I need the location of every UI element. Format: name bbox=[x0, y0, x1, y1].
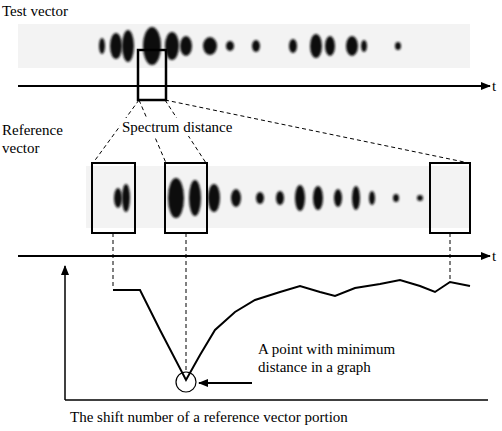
spectrum-blob bbox=[226, 41, 234, 51]
test-spectrogram bbox=[18, 24, 470, 68]
graph-axis bbox=[64, 266, 66, 400]
spectrum-blob bbox=[110, 33, 122, 59]
pointer-arrow bbox=[199, 382, 252, 384]
vector-label: Test vector bbox=[2, 2, 68, 20]
reference-window bbox=[430, 163, 470, 233]
axis-title: The shift number of a reference vector p… bbox=[70, 408, 348, 426]
spectrum-blob bbox=[334, 189, 342, 207]
axis-label: t bbox=[492, 77, 496, 95]
reference-window bbox=[92, 163, 135, 233]
spectrum-blob bbox=[276, 191, 284, 205]
spectrum-blob bbox=[231, 189, 241, 207]
dashed-line bbox=[450, 233, 451, 282]
distance-curve bbox=[113, 280, 470, 380]
spectrum-blob bbox=[143, 27, 161, 65]
spectrogram-ground bbox=[86, 166, 470, 228]
spectrogram-ground bbox=[18, 24, 470, 68]
spectrum-blob bbox=[208, 184, 220, 212]
time-axis bbox=[18, 85, 490, 87]
spectrum-blob bbox=[114, 188, 122, 208]
spectrum-blob bbox=[393, 194, 399, 202]
spectrum-blob bbox=[252, 40, 260, 52]
vector-label: Reference vector bbox=[2, 121, 74, 157]
spectrum-blob bbox=[256, 192, 264, 204]
reference-window bbox=[165, 163, 207, 233]
spectrum-blob bbox=[168, 178, 184, 218]
spectrum-blob bbox=[122, 30, 134, 62]
spectrum-blob bbox=[295, 185, 305, 211]
spectrum-blob bbox=[417, 195, 423, 201]
leader-lines bbox=[93, 100, 469, 370]
spectrum-blob bbox=[189, 180, 201, 216]
spectrum-blob bbox=[395, 42, 401, 50]
spectrum-blob bbox=[313, 186, 323, 210]
spectrum-blob bbox=[122, 184, 130, 212]
spectrum-blob bbox=[369, 191, 375, 205]
spectrum-blob bbox=[289, 39, 297, 53]
spectrum-blob bbox=[346, 36, 358, 56]
dashed-line bbox=[113, 233, 114, 288]
reference-spectrogram bbox=[86, 166, 470, 228]
distance-label: Spectrum distance bbox=[120, 118, 234, 136]
axis-label: t bbox=[492, 247, 496, 265]
spectrum-blob bbox=[352, 186, 360, 210]
minimum-marker bbox=[176, 372, 196, 392]
spectrum-blob bbox=[361, 40, 367, 52]
spectrum-blob bbox=[310, 34, 322, 58]
graph-axis bbox=[65, 399, 488, 401]
time-axis bbox=[18, 255, 490, 257]
spectrum-blob bbox=[325, 36, 335, 56]
spectrum-blob bbox=[99, 38, 105, 54]
test-window bbox=[138, 50, 166, 100]
spectrum-blob bbox=[180, 36, 192, 56]
spectrum-blob bbox=[203, 37, 217, 55]
dashed-line bbox=[186, 233, 187, 370]
callout-text: A point with minimum distance in a graph bbox=[258, 340, 428, 376]
